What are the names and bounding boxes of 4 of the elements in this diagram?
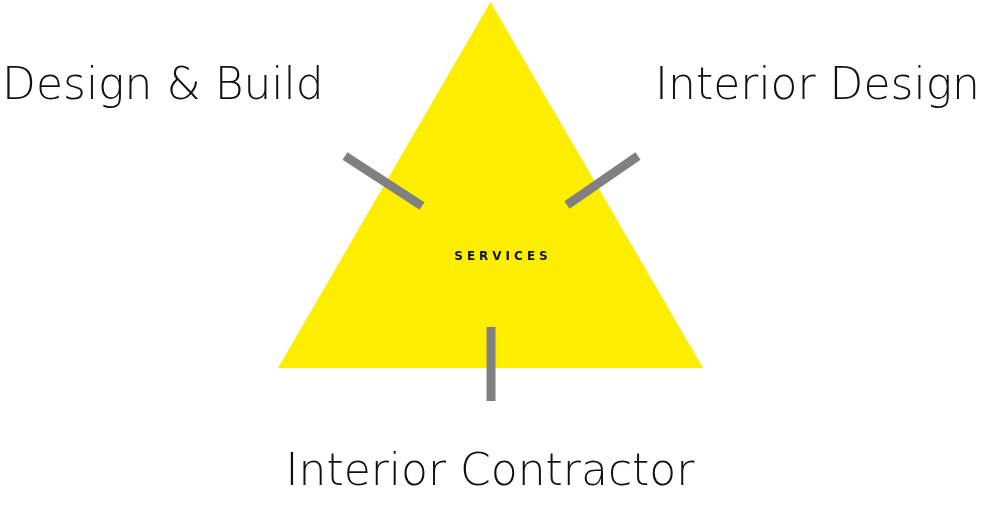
category-label: Design & Build bbox=[2, 62, 324, 106]
category-label: Interior Design bbox=[655, 62, 980, 106]
center-label: SERVICES bbox=[454, 249, 552, 263]
category-label: Interior Contractor bbox=[285, 448, 695, 492]
